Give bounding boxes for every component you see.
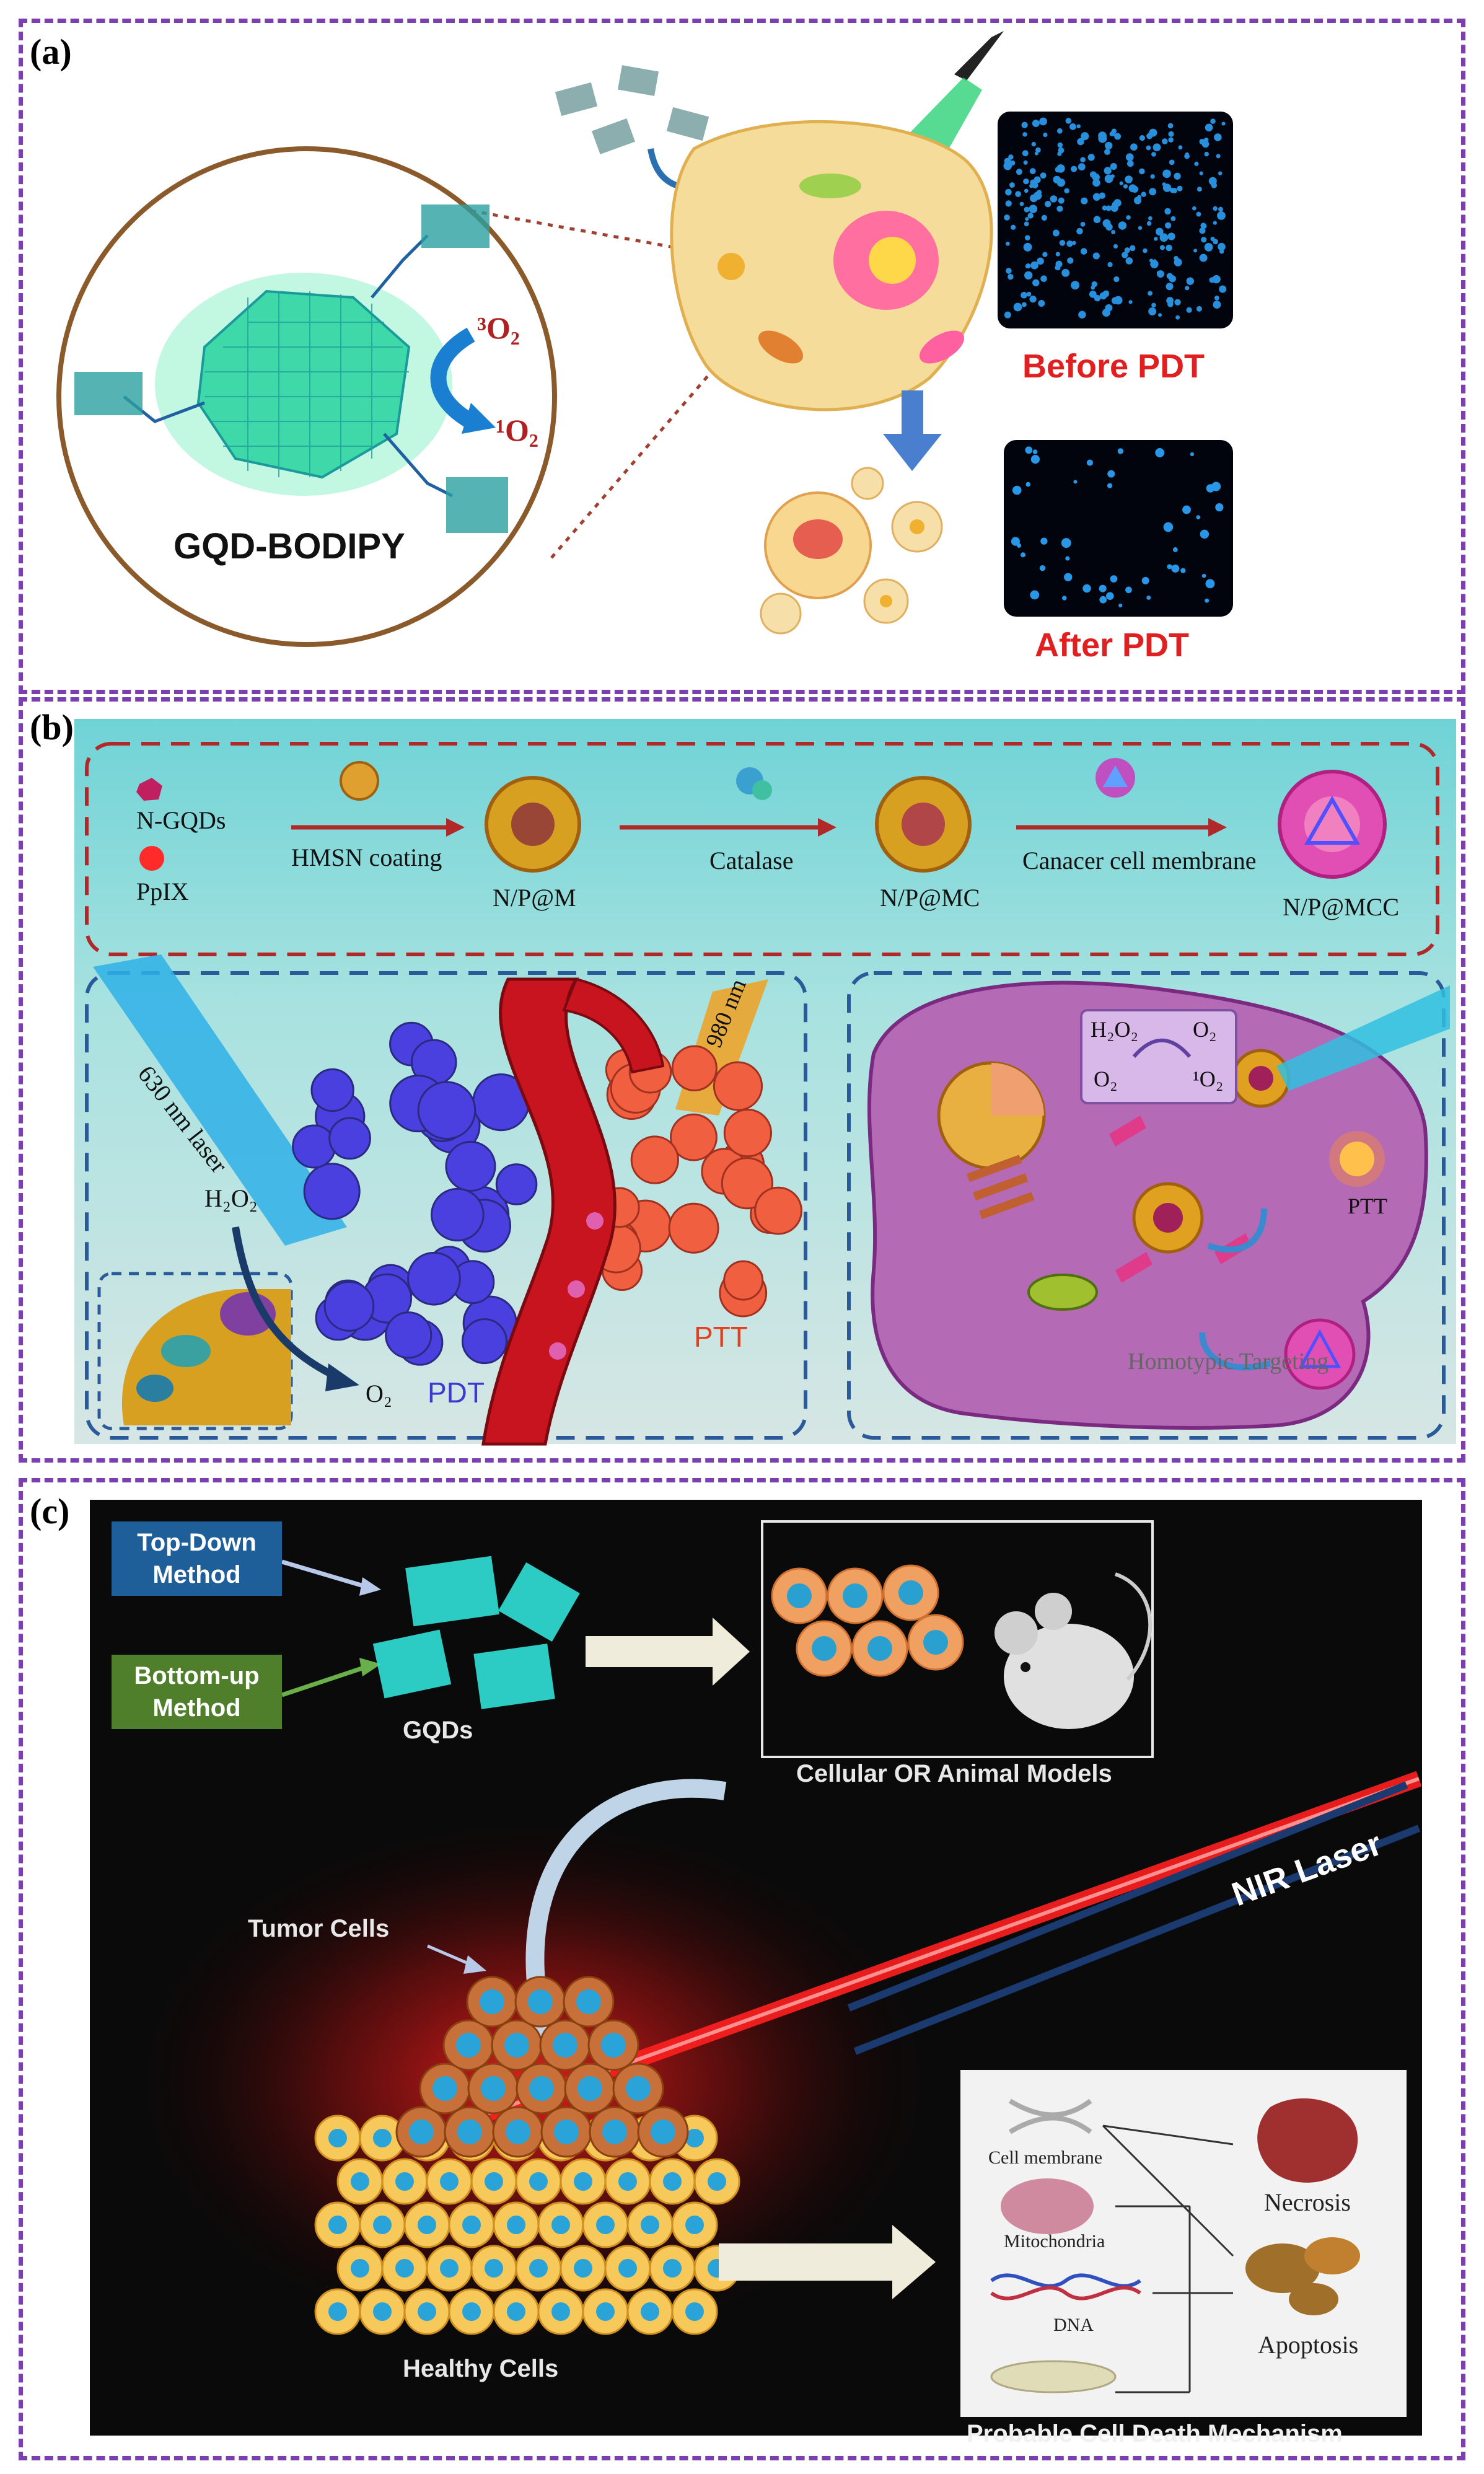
- o2-right-bottom-label: O₂: [1094, 1067, 1118, 1091]
- np-mc-label: N/P@MC: [880, 884, 980, 912]
- healthy-cells-label: Healthy Cells: [403, 2355, 559, 2382]
- o2-right-top-label: O₂: [1193, 1017, 1217, 1042]
- cell-membrane-label: Cell membrane: [988, 2147, 1103, 2168]
- h2o2-right-label: H₂O₂: [1091, 1017, 1139, 1042]
- topdown-method-box: Top-Down Method: [112, 1521, 282, 1596]
- mitochondria-label: Mitochondria: [1004, 2231, 1105, 2252]
- dna-label: DNA: [1053, 2315, 1094, 2335]
- molecule-label: GQD-BODIPY: [173, 526, 405, 566]
- np-m-label: N/P@M: [493, 884, 576, 912]
- singlet-oxygen-label: ¹O₂: [496, 413, 538, 447]
- membrane-label: Canacer cell membrane: [1022, 847, 1257, 874]
- panel-a: [19, 19, 1465, 694]
- panel-c: [19, 1478, 1465, 2460]
- ppix-label: PpIX: [136, 878, 189, 905]
- panel-a-label: (a): [30, 32, 72, 72]
- panel-c-label: (c): [30, 1491, 70, 1531]
- triplet-oxygen-label: ³O₂: [477, 310, 520, 345]
- h2o2-left-label: H₂O₂: [204, 1184, 258, 1212]
- catalase-label: Catalase: [709, 847, 794, 874]
- np-mcc-label: N/P@MCC: [1283, 893, 1400, 921]
- mechanism-label: Probable Cell Death Mechanism: [967, 2420, 1343, 2447]
- apoptosis-label: Apoptosis: [1258, 2331, 1359, 2359]
- panel-b: [19, 697, 1465, 1463]
- tumor-cells-label: Tumor Cells: [248, 1915, 390, 1942]
- homotypic-label: Homotypic Targeting: [1128, 1349, 1329, 1375]
- hmsn-label: HMSN coating: [291, 843, 442, 871]
- pdt-label: PDT: [428, 1376, 485, 1409]
- before-pdt-label: Before PDT: [1022, 348, 1205, 385]
- panel-b-background: [74, 719, 1456, 1444]
- necrosis-label: Necrosis: [1264, 2188, 1351, 2216]
- models-label: Cellular OR Animal Models: [796, 1760, 1112, 1787]
- after-pdt-label: After PDT: [1035, 627, 1190, 664]
- singlet-oxygen-right-label: ¹O₂: [1193, 1067, 1224, 1091]
- o2-left-label: O₂: [366, 1380, 392, 1407]
- ngqds-label: N-GQDs: [136, 806, 226, 834]
- gqds-label: GQDs: [403, 1717, 473, 1744]
- panel-c-background: [90, 1500, 1422, 2436]
- bottomup-method-box: Bottom-up Method: [112, 1655, 282, 1729]
- ptt-right-label: PTT: [1348, 1194, 1388, 1218]
- ptt-label: PTT: [694, 1321, 748, 1353]
- panel-b-label: (b): [30, 707, 74, 747]
